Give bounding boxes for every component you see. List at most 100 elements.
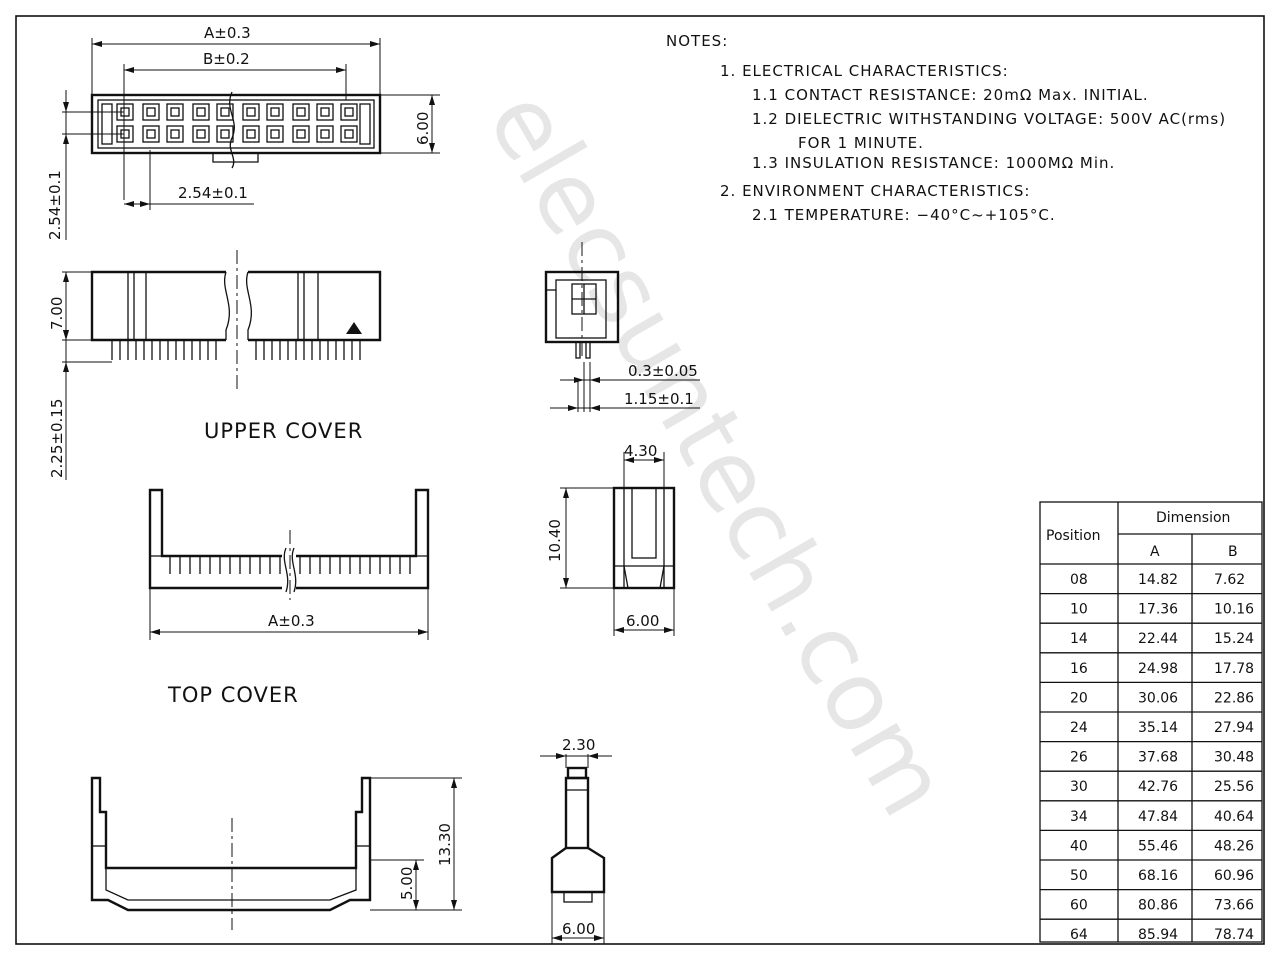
table-cell-position: 40: [1070, 838, 1088, 854]
table-cell-b: 22.86: [1214, 690, 1254, 706]
table-cell-a: 42.76: [1138, 779, 1178, 795]
table-cell-position: 34: [1070, 809, 1088, 825]
table-cell-a: 35.14: [1138, 720, 1178, 736]
table-cell-position: 60: [1070, 898, 1088, 914]
table-cell-b: 60.96: [1214, 868, 1254, 884]
notes-heading: NOTES:: [666, 32, 728, 50]
top-cover-front-view: [148, 488, 430, 600]
dim-500-label: 5.00: [398, 867, 416, 900]
contact-cell: [316, 125, 334, 143]
notes-block: NOTES: 1. ELECTRICAL CHARACTERISTICS: 1.…: [666, 32, 1225, 224]
dim-pitch-h: 2.54±0.1: [124, 150, 254, 210]
dim-600-top: 6.00: [380, 94, 440, 154]
contact-cell: [142, 125, 160, 143]
contact-slot: [146, 107, 156, 117]
table-cell-b: 40.64: [1214, 809, 1254, 825]
table-header-dimension: Dimension: [1156, 510, 1230, 526]
dim-pitch-v-label: 2.54±0.1: [46, 170, 64, 240]
contact-cell: [166, 125, 184, 143]
contact-slot: [320, 107, 330, 117]
dim-600-mid: 6.00: [613, 588, 675, 636]
pin-row: [111, 340, 361, 360]
contact-slot: [246, 129, 256, 139]
table-cell-position: 20: [1070, 690, 1088, 706]
table-cell-b: 15.24: [1214, 631, 1254, 647]
contact-slot: [270, 107, 280, 117]
table-cell-position: 16: [1070, 661, 1088, 677]
upper-cover-side-view: [90, 250, 382, 390]
contact-slot: [296, 129, 306, 139]
contact-slot: [296, 107, 306, 117]
latch-front-view: [90, 776, 372, 930]
contact-slot: [170, 129, 180, 139]
table-cell-a: 37.68: [1138, 750, 1178, 766]
table-header-position: Position: [1046, 528, 1101, 544]
contact-cell: [266, 103, 284, 121]
dim-600-mid-label: 6.00: [626, 612, 659, 630]
table-cell-position: 08: [1070, 572, 1088, 588]
notes-line: 1.3 INSULATION RESISTANCE: 1000MΩ Min.: [752, 154, 1115, 172]
table-cell-b: 73.66: [1214, 898, 1254, 914]
dim-225: 2.25±0.15: [48, 330, 112, 480]
notes-line: FOR 1 MINUTE.: [798, 134, 924, 152]
contact-slot: [146, 129, 156, 139]
contact-cell: [192, 103, 210, 121]
latch-side-view: [550, 766, 606, 903]
dim-600-bot-label: 6.00: [562, 920, 595, 938]
contact-slot: [196, 107, 206, 117]
contact-cell: [316, 103, 334, 121]
table-cell-a: 85.94: [1138, 927, 1178, 943]
table-cell-b: 17.78: [1214, 661, 1254, 677]
table-cell-a: 55.46: [1138, 838, 1178, 854]
table-cell-position: 14: [1070, 631, 1088, 647]
dim-700-label: 7.00: [48, 297, 66, 330]
contact-cell: [340, 125, 358, 143]
contact-cell: [166, 103, 184, 121]
upper-cover-end-view: [544, 242, 620, 360]
dim-pin-115-label: 1.15±0.1: [624, 390, 694, 408]
dim-430: 4.30: [623, 442, 665, 488]
contact-slot: [344, 107, 354, 117]
top-cover-side-view: [612, 486, 676, 590]
contact-cell: [242, 103, 260, 121]
dim-pin-115: 1.15±0.1: [550, 380, 700, 412]
contact-cell: [340, 103, 358, 121]
table-cell-a: 68.16: [1138, 868, 1178, 884]
table-cell-a: 80.86: [1138, 898, 1178, 914]
table-cell-position: 50: [1070, 868, 1088, 884]
table-cell-b: 48.26: [1214, 838, 1254, 854]
contact-slot: [220, 107, 230, 117]
contact-slot: [220, 129, 230, 139]
table-cell-b: 30.48: [1214, 750, 1254, 766]
dim-1040-label: 10.40: [546, 519, 564, 562]
contact-slot: [246, 107, 256, 117]
dim-1330-label: 13.30: [436, 823, 454, 866]
contact-slot: [270, 129, 280, 139]
contact-cell: [142, 103, 160, 121]
contact-cell: [292, 103, 310, 121]
dim-500: 5.00: [370, 859, 424, 910]
table-cell-position: 10: [1070, 602, 1088, 618]
dim-225-label: 2.25±0.15: [48, 399, 66, 478]
table-cell-b: 10.16: [1214, 602, 1254, 618]
table-cell-position: 64: [1070, 927, 1088, 943]
contact-grid: [116, 103, 358, 143]
contact-slot: [320, 129, 330, 139]
dim-pin-03-label: 0.3±0.05: [628, 362, 698, 380]
contact-cell: [216, 103, 234, 121]
table-cell-a: 24.98: [1138, 661, 1178, 677]
notes-line: 1.1 CONTACT RESISTANCE: 20mΩ Max. INITIA…: [752, 86, 1149, 104]
dim-pitch-v: 2.54±0.1: [46, 90, 124, 240]
contact-teeth: [169, 556, 411, 574]
upper-cover-top-view: [90, 91, 382, 169]
sheet-border: [15, 15, 1265, 945]
dim-230-label: 2.30: [562, 736, 595, 754]
contact-cell: [192, 125, 210, 143]
caption-top-cover: TOP COVER: [167, 683, 299, 707]
dim-600-top-label: 6.00: [414, 112, 432, 145]
notes-line: 2.1 TEMPERATURE: −40°C~+105°C.: [752, 206, 1056, 224]
table-cell-a: 14.82: [1138, 572, 1178, 588]
contact-cell: [266, 125, 284, 143]
contact-slot: [196, 129, 206, 139]
